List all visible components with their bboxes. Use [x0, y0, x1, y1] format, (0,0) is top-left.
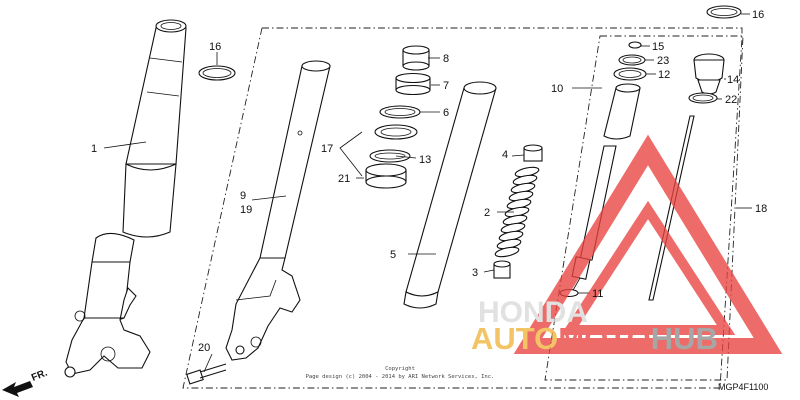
callout-1: 1 [91, 143, 97, 155]
leader-lines [103, 13, 752, 373]
watermark-ghost-text: HONDA [478, 296, 588, 329]
o-ring-part-15 [628, 41, 642, 49]
callout-14: 14 [727, 74, 739, 86]
fork-assembly-part-1 [64, 19, 187, 378]
watermark-word-auto: AUTO [471, 321, 558, 356]
o-ring-part-23 [618, 54, 646, 66]
watermark-triangle-outer [513, 134, 783, 354]
nut-part-3 [493, 260, 511, 279]
assembly-outline-main [182, 27, 743, 389]
watermark-word-hub: HUB [651, 321, 718, 356]
outer-tube-part-9 [225, 60, 331, 361]
callout-19: 19 [240, 204, 252, 216]
watermark-triangle-inner [560, 200, 736, 335]
callout-11: 11 [592, 288, 603, 300]
spring-seat-part-4 [523, 144, 543, 162]
watermark-word-moto: MOTO [558, 321, 650, 356]
direction-label: FR. [30, 367, 49, 383]
copyright-notice: Copyright Page design (c) 2004 - 2014 by… [306, 366, 495, 380]
callout-10: 10 [551, 83, 563, 95]
fork-cap-bolt-part-14 [693, 53, 725, 95]
o-ring-part-22 [688, 92, 718, 104]
callout-15: 15 [652, 41, 664, 53]
ring-part-12 [613, 67, 647, 81]
assembly-outline-cartridge [544, 35, 744, 381]
callout-9: 9 [240, 190, 246, 202]
watermark: HONDA AUTOMOTOHUB [471, 134, 783, 356]
callout-17: 17 [321, 143, 333, 155]
callout-18: 18 [755, 203, 767, 215]
callout-12: 12 [658, 69, 670, 81]
callout-22: 22 [725, 94, 737, 106]
callout-16-left: 16 [209, 41, 221, 53]
callout-20: 20 [198, 342, 210, 354]
callout-6: 6 [443, 107, 449, 119]
back-up-ring-part-6 [379, 105, 421, 119]
o-ring-part-16-right [706, 5, 742, 19]
callout-8: 8 [443, 53, 449, 65]
callout-21: 21 [338, 173, 350, 185]
callout-2: 2 [484, 207, 490, 219]
copyright-line-2: Page design (c) 2004 - 2014 by ARI Netwo… [306, 374, 495, 380]
callout-5: 5 [390, 249, 396, 261]
o-ring-part-16-left [198, 65, 236, 81]
stopper-ring-part-13 [369, 149, 411, 163]
callout-23: 23 [657, 55, 669, 67]
watermark-wordmark: AUTOMOTOHUB [471, 321, 718, 356]
fork-spring-part-2 [494, 166, 540, 258]
callout-labels: 1 2 3 4 5 6 7 8 9 10 11 12 13 14 15 16 1… [91, 9, 767, 354]
fork-slider-part-5 [403, 81, 497, 309]
dust-seal-part-21 [365, 163, 407, 189]
callout-13: 13 [419, 154, 431, 166]
front-direction-arrow: FR. [2, 367, 49, 397]
copyright-line-1: Copyright [385, 366, 415, 372]
slider-bushing-part-8 [402, 45, 430, 71]
callout-3: 3 [472, 267, 478, 279]
callout-16-right: 16 [752, 9, 764, 21]
callout-7: 7 [443, 80, 449, 92]
diagram-code: MGP4F1100 [718, 382, 768, 392]
oil-seal-part-17 [374, 124, 418, 140]
guide-bushing-part-7 [395, 72, 431, 96]
callout-4: 4 [502, 149, 508, 161]
